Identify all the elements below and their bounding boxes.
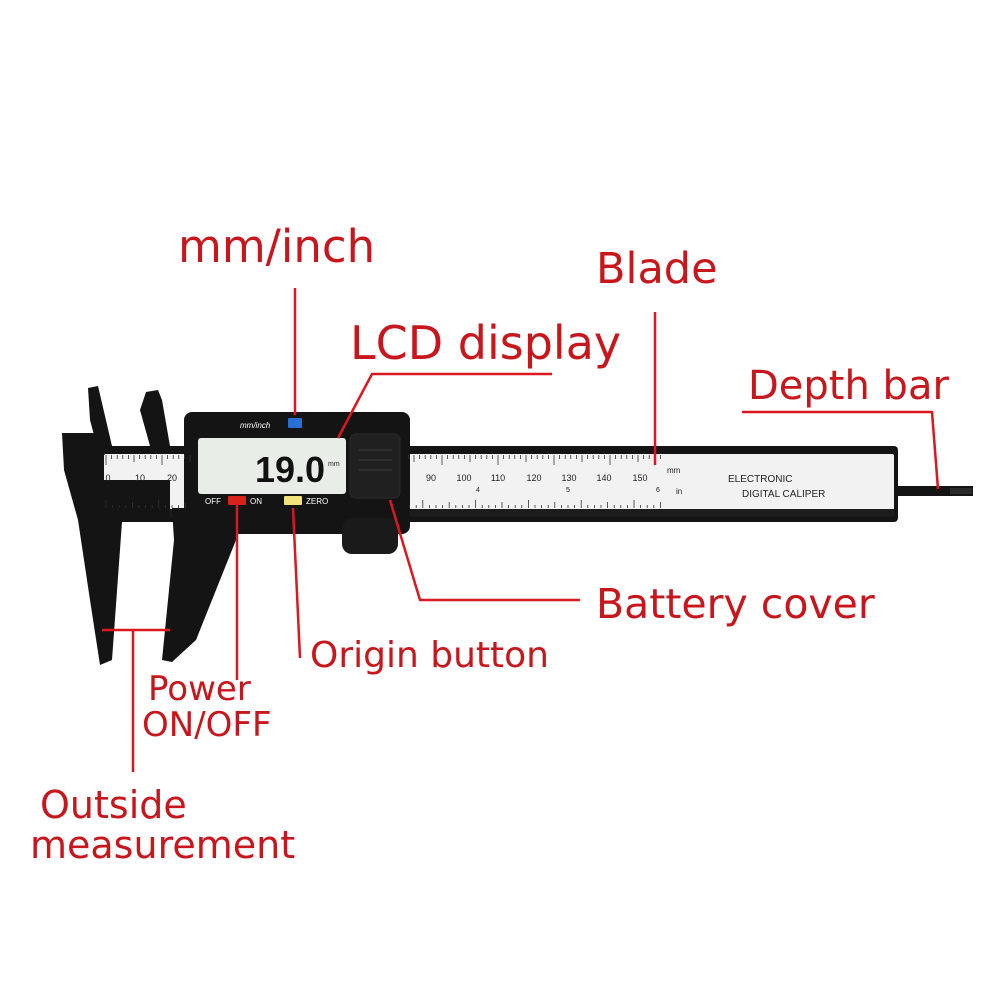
thumb-roller xyxy=(342,518,398,554)
inch-number: 5 xyxy=(566,487,570,494)
moving-upper-jaw xyxy=(140,390,170,446)
unit-button-label: mm/inch xyxy=(240,421,271,430)
label-power-line1: Power xyxy=(148,669,251,709)
mm-number: 120 xyxy=(526,473,541,483)
battery-cover xyxy=(349,433,401,499)
unit-button[interactable] xyxy=(288,418,302,428)
label-outside-line2: measurement xyxy=(30,822,296,867)
zero-button[interactable] xyxy=(284,496,302,505)
mm-number: 0 xyxy=(105,473,110,483)
depth-bar-tip xyxy=(950,488,972,494)
beam-lower-edge xyxy=(104,509,894,517)
power-button[interactable] xyxy=(228,496,246,505)
mm-number: 100 xyxy=(456,473,471,483)
brand-line2: DIGITAL CALIPER xyxy=(742,489,825,500)
mm-number: 10 xyxy=(135,473,145,483)
mm-number: 140 xyxy=(596,473,611,483)
label-power-line2: ON/OFF xyxy=(142,704,272,745)
mm-numbers-left: 0 10 20 xyxy=(105,473,177,483)
lcd-reading: 19.0 xyxy=(255,449,325,490)
label-mm-inch: mm/inch xyxy=(178,220,376,273)
fixed-upper-jaw xyxy=(88,386,112,450)
zero-label: ZERO xyxy=(306,497,328,506)
moving-jaw xyxy=(162,508,236,662)
leader-battery-cover xyxy=(388,499,580,602)
mm-number: 20 xyxy=(167,473,177,483)
scale-in-unit: in xyxy=(676,487,682,496)
leader-lcd-display xyxy=(336,372,552,439)
on-label: ON xyxy=(250,497,262,506)
label-blade: Blade xyxy=(596,244,718,294)
leader-lines xyxy=(102,288,940,772)
mm-number: 110 xyxy=(491,473,505,483)
label-power-on-off: Power ON/OFF xyxy=(142,669,272,743)
inch-number: 4 xyxy=(476,487,480,494)
brand-line1: ELECTRONIC xyxy=(728,474,792,485)
leader-depth-bar xyxy=(742,410,940,490)
leader-origin-button xyxy=(291,507,302,659)
off-label: OFF xyxy=(205,497,221,506)
lcd-unit: mm xyxy=(328,461,340,468)
mm-number: 130 xyxy=(561,473,576,483)
label-battery-cover: Battery cover xyxy=(596,580,875,628)
inch-number: 6 xyxy=(656,487,660,494)
label-depth-bar: Depth bar xyxy=(748,363,949,409)
scale-mm-unit: mm xyxy=(667,466,681,475)
mm-numbers-right: 90 100 110 120 130 140 150 xyxy=(426,473,648,483)
fixed-jaw xyxy=(62,433,170,665)
mm-number: 90 xyxy=(426,473,436,483)
label-outside-measurement: Outside measurement xyxy=(30,783,295,866)
scale-ticks xyxy=(105,455,661,508)
label-lcd-display: LCD display xyxy=(350,316,622,370)
inch-numbers: 4 5 6 xyxy=(476,487,660,494)
label-outside-line1: Outside xyxy=(40,783,187,827)
label-origin-button: Origin button xyxy=(310,635,549,676)
depth-bar xyxy=(895,486,973,496)
mm-number: 150 xyxy=(632,473,647,483)
lcd-screen xyxy=(198,438,346,494)
